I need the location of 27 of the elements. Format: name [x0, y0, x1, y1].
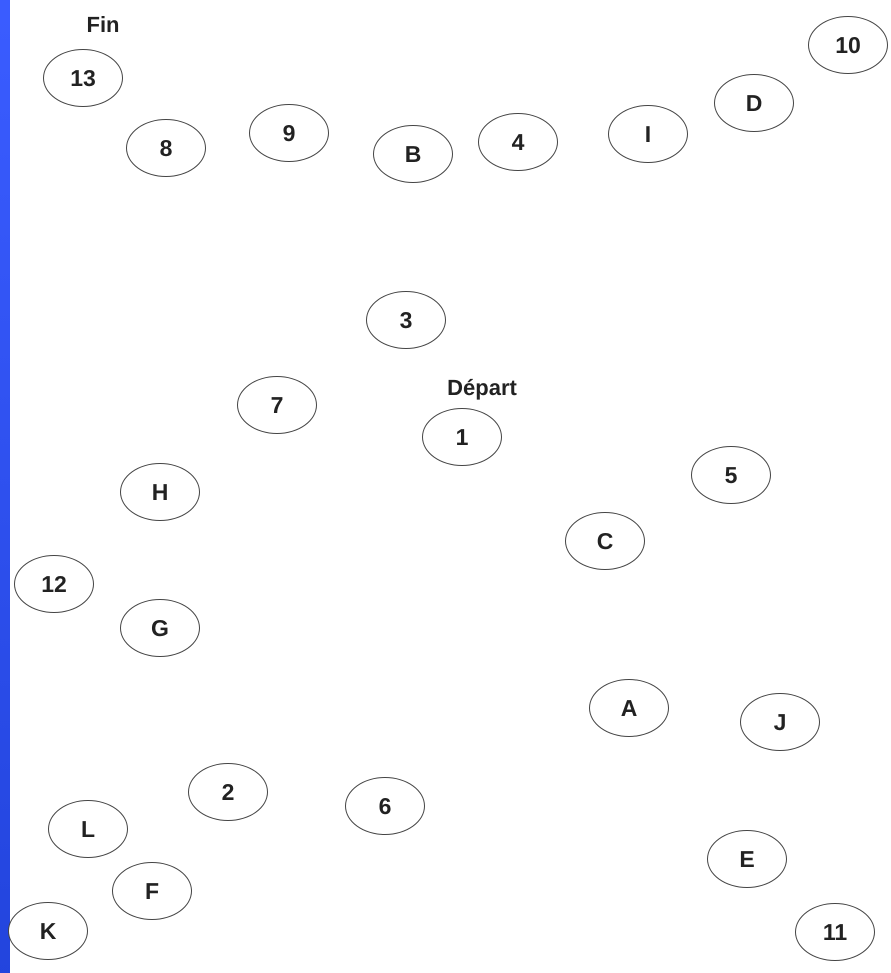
numbered-circle: 9	[249, 104, 329, 162]
numbered-circle: J	[740, 693, 820, 751]
numbered-circle: 5	[691, 446, 771, 504]
numbered-circle: 10	[808, 16, 888, 74]
numbered-circle: G	[120, 599, 200, 657]
numbered-circle: H	[120, 463, 200, 521]
numbered-circle: A	[589, 679, 669, 737]
numbered-circle: 12	[14, 555, 94, 613]
numbered-circle: 2	[188, 763, 268, 821]
numbered-circle: 6	[345, 777, 425, 835]
numbered-circle: L	[48, 800, 128, 858]
numbered-circle: 3	[366, 291, 446, 349]
caption-label: Départ	[447, 375, 517, 401]
numbered-circle: 8	[126, 119, 206, 177]
numbered-circle: B	[373, 125, 453, 183]
numbered-circle: E	[707, 830, 787, 888]
numbered-circle: D	[714, 74, 794, 132]
numbered-circle: 13	[43, 49, 123, 107]
numbered-circle: 4	[478, 113, 558, 171]
numbered-circle: 7	[237, 376, 317, 434]
caption-label: Fin	[86, 12, 120, 38]
numbered-circle: 1	[422, 408, 502, 466]
numbered-circle: K	[8, 902, 88, 960]
numbered-circle: C	[565, 512, 645, 570]
numbered-circle: 11	[795, 903, 875, 961]
numbered-circle: I	[608, 105, 688, 163]
numbered-circle: F	[112, 862, 192, 920]
